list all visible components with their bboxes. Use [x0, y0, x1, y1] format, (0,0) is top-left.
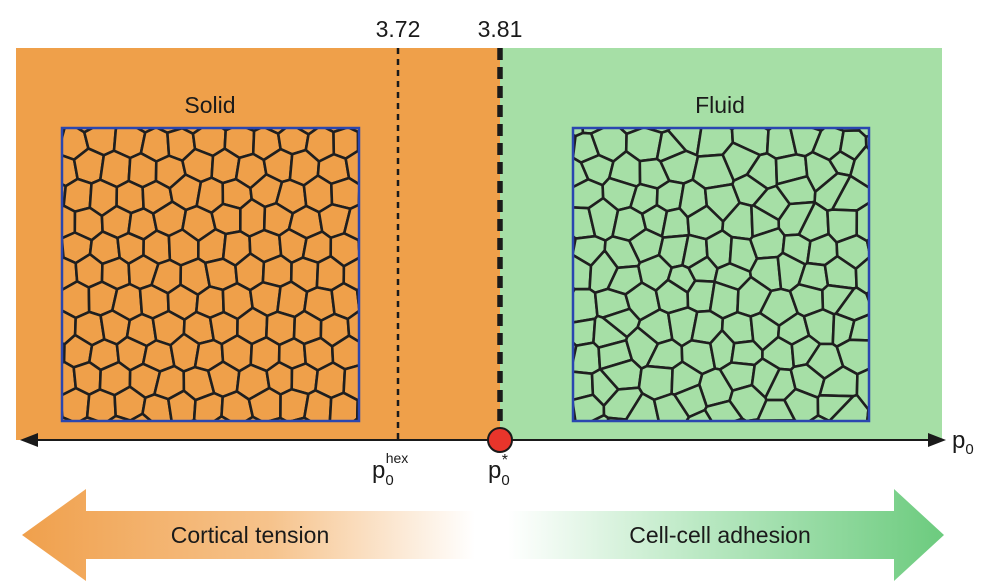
hex-marker-label: p0hex: [372, 450, 408, 489]
cell: [660, 207, 691, 239]
cell: [573, 341, 602, 376]
cell-adhesion-arrow: [508, 489, 944, 581]
p0-axis: [20, 433, 946, 447]
solid-phase-label: Solid: [184, 92, 235, 118]
cell-adhesion-label: Cell-cell adhesion: [629, 522, 811, 548]
left-arrowhead-icon: [20, 433, 38, 447]
critical-marker-label: p0*: [488, 452, 510, 489]
fluid-cell-network: [573, 128, 869, 421]
cell: [848, 313, 869, 342]
critical-point-icon: [487, 427, 513, 453]
axis-label: p0: [952, 427, 974, 458]
cortical-tension-label: Cortical tension: [171, 522, 330, 548]
cell: [685, 408, 714, 421]
fluid-tissue-panel: [571, 126, 871, 423]
solid-cell-network: [62, 128, 359, 421]
cell: [129, 412, 154, 421]
cell: [346, 309, 359, 344]
cell: [857, 128, 869, 139]
right-arrowhead-icon: [928, 433, 946, 447]
fluid-phase-label: Fluid: [695, 92, 745, 118]
hex-threshold-value: 3.72: [376, 16, 421, 42]
solid-tissue-panel: [60, 126, 361, 423]
cortical-tension-arrow: [22, 489, 475, 581]
critical-threshold-value: 3.81: [478, 16, 523, 42]
cell: [344, 149, 359, 186]
